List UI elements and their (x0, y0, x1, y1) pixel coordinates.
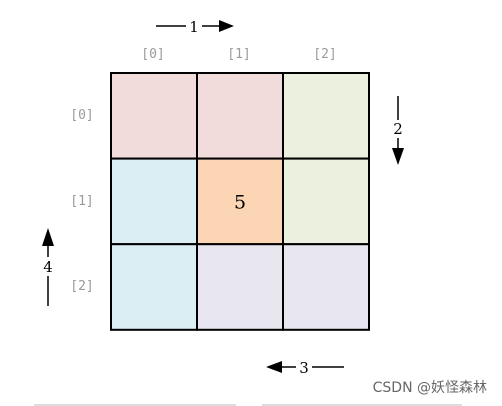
row-label-2: [2] (70, 279, 93, 294)
arrow-left-step-3: 3 (266, 359, 344, 377)
col-label-1: [1] (227, 47, 250, 62)
arrow-label-2: 2 (393, 120, 403, 138)
arrow-label-3: 3 (299, 359, 309, 377)
col-label-0: [0] (141, 47, 164, 62)
cell-value-1-1: 5 (234, 191, 246, 213)
arrow-down-step-2: 2 (392, 96, 404, 165)
arrow-up-step-4: 4 (42, 228, 54, 306)
arrow-label-1: 1 (189, 18, 199, 36)
cell-2-0 (110, 243, 198, 331)
watermark: CSDN @妖怪森林 (372, 380, 487, 396)
cell-1-2 (282, 157, 370, 246)
row-label-1: [1] (70, 194, 93, 209)
matrix-grid: 5 (110, 72, 370, 331)
cell-0-2 (282, 72, 370, 160)
cell-0-1 (196, 72, 284, 160)
arrow-label-4: 4 (43, 258, 53, 276)
row-label-0: [0] (70, 108, 93, 123)
arrow-right-step-1: 1 (156, 18, 234, 36)
cell-2-1 (196, 243, 284, 331)
cell-1-1 (196, 157, 284, 246)
cell-1-0 (110, 157, 198, 246)
cell-0-0 (110, 72, 198, 160)
cell-2-2 (282, 243, 370, 331)
col-label-2: [2] (313, 47, 336, 62)
